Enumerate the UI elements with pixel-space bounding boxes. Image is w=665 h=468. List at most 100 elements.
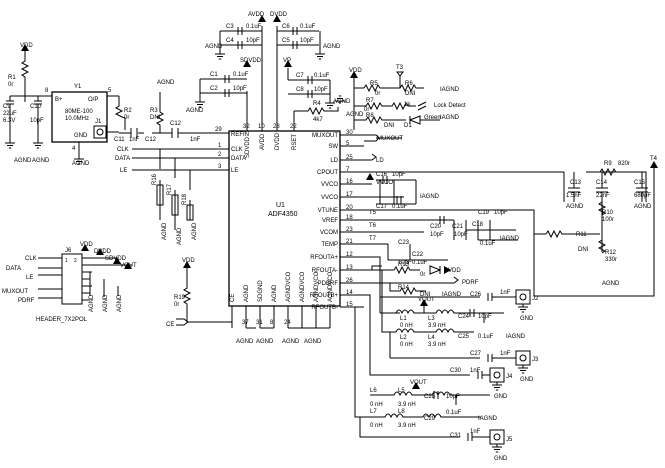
pin-num-20: 20 <box>346 205 353 211</box>
pin-agnd-8: AGND <box>272 284 278 302</box>
hdr-data: DATA <box>6 266 21 272</box>
r7-ref: R7 <box>366 98 374 104</box>
c19-val: 10pF <box>494 210 508 216</box>
l7-ref: L7 <box>370 409 377 415</box>
pin-num-12: 12 <box>346 252 353 258</box>
pin-temp-21: TEMP <box>321 242 338 248</box>
c23-ref: C23 <box>398 240 410 246</box>
ic-u1: U1 ADF4350 29 REFIN 1 CLK 2 DATA 3 LE CE… <box>205 26 364 328</box>
pin-rfouta-12: RFOUTA+ <box>310 255 338 261</box>
r3-gnd: AGND <box>157 80 175 86</box>
net-vout-b: VOUT <box>410 380 427 386</box>
pin-num-24: 24 <box>284 320 291 326</box>
r6-ref: R6 <box>405 81 413 87</box>
pin-vtune-20: VTUNE <box>318 208 338 214</box>
lock-detect-label: Lock Detect <box>434 103 466 109</box>
ref-input-block: R2 0r J1 C11 1nF C12 1nF R3 DNI AGND C12 <box>93 80 205 143</box>
c6-ref: C6 <box>282 24 290 30</box>
c5-val: 10pF <box>300 38 314 44</box>
c10-ref: C10 <box>30 104 42 110</box>
r7-val: 0r <box>364 107 369 113</box>
pin-data: DATA <box>231 156 246 162</box>
lock-detect: VDD R5 0r R6 DNI IAGND T3 R7 0r 1k R8 DN… <box>349 65 466 164</box>
c27-ref: C27 <box>470 351 482 357</box>
c12-ref: C12 <box>145 137 157 143</box>
r6-gnd: IAGND <box>440 87 460 93</box>
r3-ref: R3 <box>150 108 158 114</box>
c27-val: 1nF <box>500 351 511 357</box>
pin-vref-18: VREF <box>322 218 338 224</box>
net-data: DATA <box>115 156 130 162</box>
pin-rfoutb-14: RFOUTB+ <box>310 293 339 299</box>
r19-ref: R19 <box>174 295 186 301</box>
r16-ref: R16 <box>152 173 158 185</box>
c22-val: 0.1uF <box>412 260 428 266</box>
c13-val: 1.5nF <box>566 193 582 199</box>
r14-gnd: IAGND <box>442 292 462 298</box>
c30-val: 1nF <box>470 368 481 374</box>
r3-val: DNI <box>150 115 161 121</box>
ce-block: VDD R19 0r CE AGND AGND AGND AGND <box>166 258 330 345</box>
l1-ref: L1 <box>400 316 407 322</box>
r1-ref: R1 <box>8 75 16 81</box>
c11-ref: C11 <box>114 137 125 143</box>
r14-ref: R14 <box>398 285 410 291</box>
r9-val: 820r <box>618 161 630 167</box>
crystal-gnd: GND <box>74 133 88 139</box>
l4-val: 3.9 nH <box>428 342 446 348</box>
pin-pdbrf-26: PDBRF <box>318 281 339 287</box>
net-muxout: MUXOUT <box>377 136 403 142</box>
ic-ref: U1 <box>276 202 285 209</box>
l6-ref: L6 <box>370 388 377 394</box>
t7-ref: T7 <box>369 236 377 242</box>
c16-ref: C16 <box>376 172 388 178</box>
pin-agndvco: AGNDVCO <box>286 271 292 302</box>
net-ce: CE <box>166 322 174 328</box>
c15-ref: C15 <box>634 180 646 186</box>
c8-ref: C8 <box>296 87 304 93</box>
r2-ref: R2 <box>124 108 132 114</box>
r13-ref: R13 <box>398 262 410 268</box>
r8-ref: R8 <box>366 113 374 119</box>
c19-ref: C19 <box>478 210 490 216</box>
r4-val: 4k7 <box>313 117 323 123</box>
ce-gnd: AGND <box>236 339 254 345</box>
ic-body <box>228 130 341 307</box>
pin-num-23: 23 <box>346 227 353 233</box>
c18-ref: C18 <box>472 222 484 228</box>
pin-rset: RSET <box>292 134 298 150</box>
pin-rfouta-13: RFOUTA- <box>312 268 338 274</box>
pin-agndvco-c: AGNDVCO <box>314 271 320 302</box>
c9-gnd-label: AGND <box>14 158 32 164</box>
c18-val: 0.1uF <box>480 241 496 247</box>
pin-ce: CE <box>230 294 236 302</box>
j2-connector <box>515 289 531 305</box>
r18-gnd: AGND <box>192 222 198 240</box>
c31-val: 1nF <box>470 429 481 435</box>
j4-connector <box>489 367 505 383</box>
pin-num-13: 13 <box>346 265 353 271</box>
c23-val: 10pF <box>398 260 412 266</box>
digital-inputs: CLK DATA LE R16 R17 R18 AGND AGND AGND <box>115 147 205 245</box>
pin-dvdd: DVDD <box>275 132 281 150</box>
pin-avdd: AVDD <box>260 133 266 150</box>
pin-num-18: 18 <box>346 215 353 221</box>
pdrf-block: R13 0r VDD PDRF R14 DNI IAGND <box>364 262 479 298</box>
r9-ref: R9 <box>604 161 612 167</box>
net-vp: VP <box>283 58 291 64</box>
d1-gnd: IAGND <box>440 115 460 121</box>
c6-val: 0.1uF <box>300 24 316 30</box>
net-clk: CLK <box>117 147 129 153</box>
j5-gnd: GND <box>494 456 508 462</box>
c12-val: 1nF <box>190 137 201 143</box>
r2-val: 0r <box>124 115 129 121</box>
t4-ref: T4 <box>650 156 658 162</box>
crystal-pin-b: 8 <box>45 88 49 94</box>
net-vvco: VVCO <box>376 180 393 186</box>
j2-ref: J2 <box>532 296 539 302</box>
c22-ref: C22 <box>412 252 424 258</box>
c4-ref: C4 <box>226 38 234 44</box>
pin-rfoutb-15: RFOUTB- <box>311 305 338 311</box>
pin-num-7: 7 <box>346 167 350 173</box>
pin-num-31: 31 <box>256 320 263 326</box>
